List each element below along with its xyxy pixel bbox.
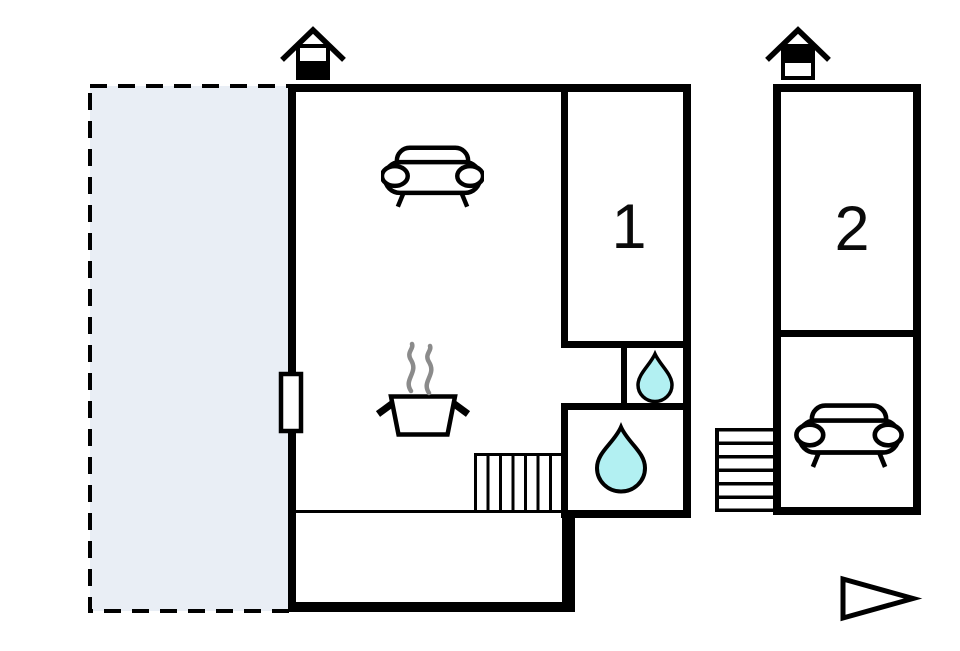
direction-arrow-icon [840, 575, 923, 622]
stair-tread [536, 453, 540, 511]
stair-tread [715, 482, 773, 486]
stair-tread [715, 428, 773, 432]
main-building-walls [288, 84, 691, 612]
room-1-label: 1 [611, 192, 646, 262]
wall-bath-small-left [621, 341, 627, 410]
stair-tread [486, 453, 490, 511]
wall-bath-large-left [561, 403, 568, 518]
wall-annex-right [913, 84, 921, 515]
cooking-pot-icon [375, 341, 471, 437]
wall-left [288, 84, 296, 612]
wall-annex-bottom [773, 507, 921, 515]
stair-tread [715, 468, 773, 472]
wall-extension-right [562, 512, 575, 612]
wall-bath-divider [561, 403, 691, 410]
steam-line [406, 341, 416, 394]
stair-tread [715, 441, 773, 445]
house-entrance-icon [765, 26, 831, 80]
stair-tread [499, 453, 502, 511]
annex-building-walls [773, 84, 921, 515]
stairs-top-edge [474, 453, 562, 456]
room-2-label: 2 [834, 194, 869, 264]
wall-right [683, 84, 691, 518]
stairs-annex-icon [715, 428, 773, 512]
wall-extension-top [294, 510, 564, 513]
wall-bath-large-bottom [561, 510, 691, 518]
water-drop-icon [594, 422, 648, 494]
terrace-area [88, 84, 293, 613]
stairs-main-icon [474, 453, 562, 511]
pot-body [388, 394, 458, 437]
sofa-icon [382, 148, 483, 207]
steam-line [424, 343, 434, 396]
wall-bottom [288, 602, 575, 612]
stair-tread [715, 455, 773, 459]
stair-tread [715, 495, 773, 499]
wall-annex-left [773, 84, 781, 515]
stair-tread [549, 453, 552, 511]
stair-tread [715, 508, 773, 512]
sofa-icon [796, 406, 901, 467]
wall-room1-left [561, 84, 568, 348]
wall-annex-divider [773, 330, 921, 337]
terrace-door-window-icon [278, 371, 304, 434]
house-entrance-icon [280, 26, 346, 80]
stair-tread [474, 453, 477, 511]
wall-annex-top [773, 84, 921, 92]
stair-tread [524, 453, 527, 511]
stair-tread [511, 453, 515, 511]
water-drop-icon [636, 349, 674, 404]
wall-top [288, 84, 691, 92]
